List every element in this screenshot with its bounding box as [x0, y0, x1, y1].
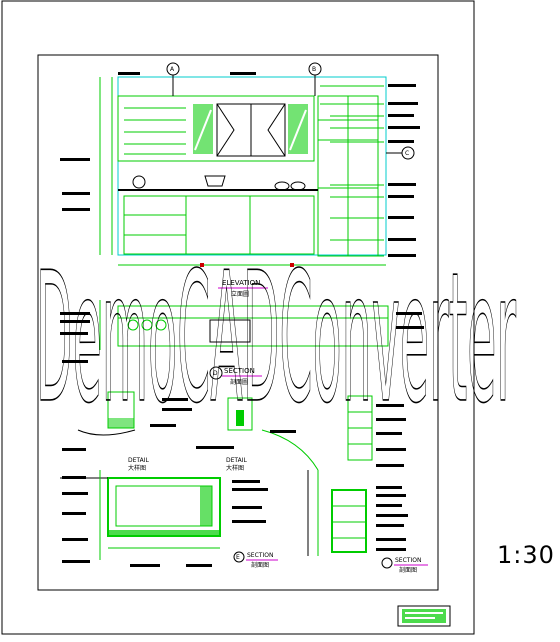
plan-section: SECTION 剖面圖: [60, 300, 424, 386]
detail-sub-b: 大样图: [226, 464, 244, 472]
section-sub-3: 剖面图: [399, 566, 417, 574]
section-title: SECTION: [224, 367, 255, 375]
title-block-stamp: [397, 605, 451, 627]
detail-view: DETAIL 大样图 DETAIL 大样图 SECTION 剖面图: [60, 457, 278, 569]
callout-a: A: [170, 66, 175, 73]
section-title-3: SECTION: [395, 557, 421, 564]
callout-c: C: [405, 150, 409, 157]
callout-e: E: [236, 554, 240, 561]
detail-title-a: DETAIL: [128, 457, 149, 464]
callout-b: B: [312, 66, 316, 73]
scale-label: 1:30: [497, 541, 555, 569]
inner-frame: [37, 54, 439, 591]
section-sub-2: 剖面图: [251, 561, 269, 569]
detail-title-b: DETAIL: [226, 457, 247, 464]
section-title-2: SECTION: [247, 552, 273, 559]
middle-details: [62, 391, 406, 471]
section-subtitle: 剖面圖: [230, 378, 248, 386]
elevation-view: ELEVATION 立面圖: [60, 62, 420, 298]
elevation-title: ELEVATION: [222, 279, 260, 287]
elevation-subtitle: 立面圖: [231, 290, 249, 298]
sheet-border: [1, 0, 475, 635]
watermark-text: DemoCADConverter: [36, 235, 516, 444]
detail-sub-a: 大样图: [128, 464, 146, 472]
callout-d: D: [213, 370, 218, 377]
right-section: SECTION 剖面图: [307, 464, 428, 574]
